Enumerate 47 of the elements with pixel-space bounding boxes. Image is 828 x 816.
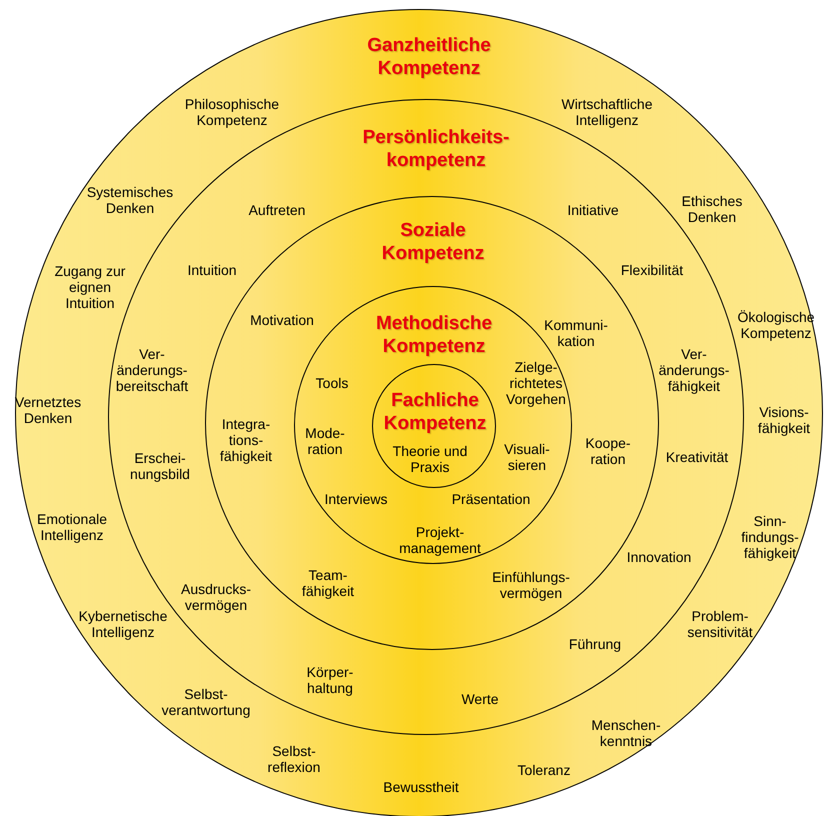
competence-label: Motivation [250,312,314,328]
competence-label: Integra- tions- fähigkeit [220,416,272,464]
ring-heading: Persönlichkeits- kompetenz [362,127,510,173]
competence-label: Theorie und Praxis [392,442,468,476]
competence-label: Auftreten [248,202,306,218]
ring-heading: Fachliche Kompetenz [384,390,486,436]
competence-label: Visions- fähigkeit [758,404,810,436]
competence-label: Wirtschaftliche Intelligenz [561,96,653,128]
competence-label: Werte [461,690,499,708]
competence-label: Ausdrucks- vermögen [180,580,252,614]
competence-label: Toleranz [518,762,570,778]
ring-heading: Soziale Kompetenz [382,220,484,266]
competence-label: Koope- ration [585,434,631,468]
competence-label: Flexibilität [620,262,684,278]
competence-label: Tools [316,374,348,392]
competence-label: Kreativität [666,448,728,466]
competence-label: Projekt- management [399,524,481,556]
competence-label: Erschei- nungsbild [130,450,190,482]
competence-label: Initiative [567,202,619,218]
competence-label: Problem- sensitivität [687,608,753,640]
competence-label: Interviews [324,490,388,508]
competence-label: Führung [568,636,622,652]
competence-label: Selbst- verantwortung [162,686,250,718]
competence-label: Intuition [187,262,237,278]
ring-heading: Methodische Kompetenz [376,313,492,359]
competence-label: Sinn- findungs- fähigkeit [741,512,799,562]
competence-label: Präsentation [452,490,530,508]
competence-label: Philosophische Kompetenz [184,96,280,128]
competence-label: Team- fähigkeit [302,566,354,600]
competence-label: Systemisches Denken [86,184,174,216]
ring-heading: Ganzheitliche Kompetenz [367,35,491,81]
competence-label: Einfühlungs- vermögen [492,568,570,602]
competence-label: Kybernetische Intelligenz [78,608,168,640]
competence-label: Zielge- richtetes Vorgehen [506,358,566,408]
competence-label: Ver- änderungs- fähigkeit [658,346,730,394]
competence-label: Emotionale Intelligenz [36,510,108,544]
competence-label: Visuali- sieren [504,440,550,474]
competence-label: Ver- änderungs- bereitschaft [116,346,188,394]
competence-label: Zugang zur eignen Intuition [54,262,126,312]
competence-label: Innovation [626,548,692,566]
competence-label: Kommuni- kation [544,316,608,350]
competence-label: Bewusstheit [383,778,459,796]
competence-label: Selbst- reflexion [268,742,320,776]
competence-label: Mode- ration [305,424,345,458]
competence-label: Menschen- kenntnis [591,716,661,750]
competence-label: Ethisches Denken [682,192,742,226]
competence-label: Körper- haltung [306,664,354,696]
